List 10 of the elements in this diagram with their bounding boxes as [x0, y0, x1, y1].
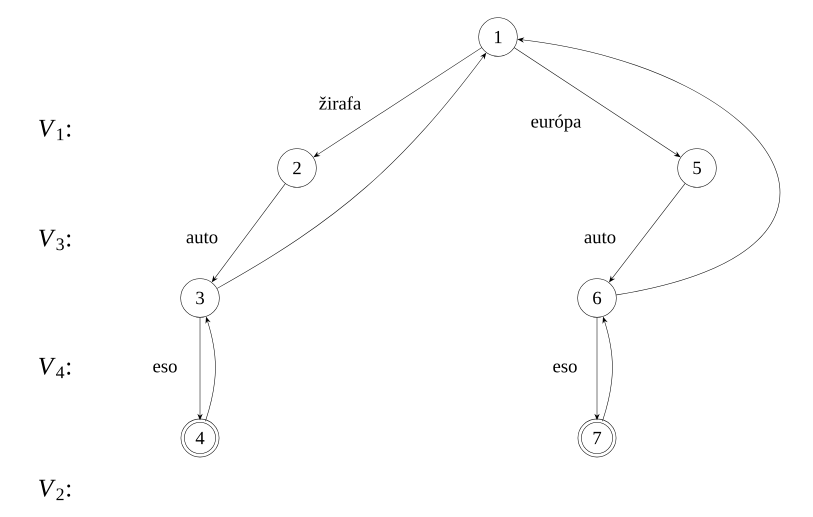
level-label: V$_{1}$: — [39, 120, 70, 140]
edge-label: žirafa — [317, 95, 363, 111]
level-label: V$_{4}$: — [39, 358, 70, 378]
level-label: V$_{2}$: — [39, 480, 70, 500]
edge-label: eso — [151, 362, 179, 374]
edge-label: európa — [529, 113, 583, 133]
edge-label: eso — [551, 362, 579, 374]
level-label: V$_{3}$: — [39, 230, 70, 250]
edge-label: auto — [184, 231, 220, 245]
edge-label: auto — [582, 231, 618, 245]
